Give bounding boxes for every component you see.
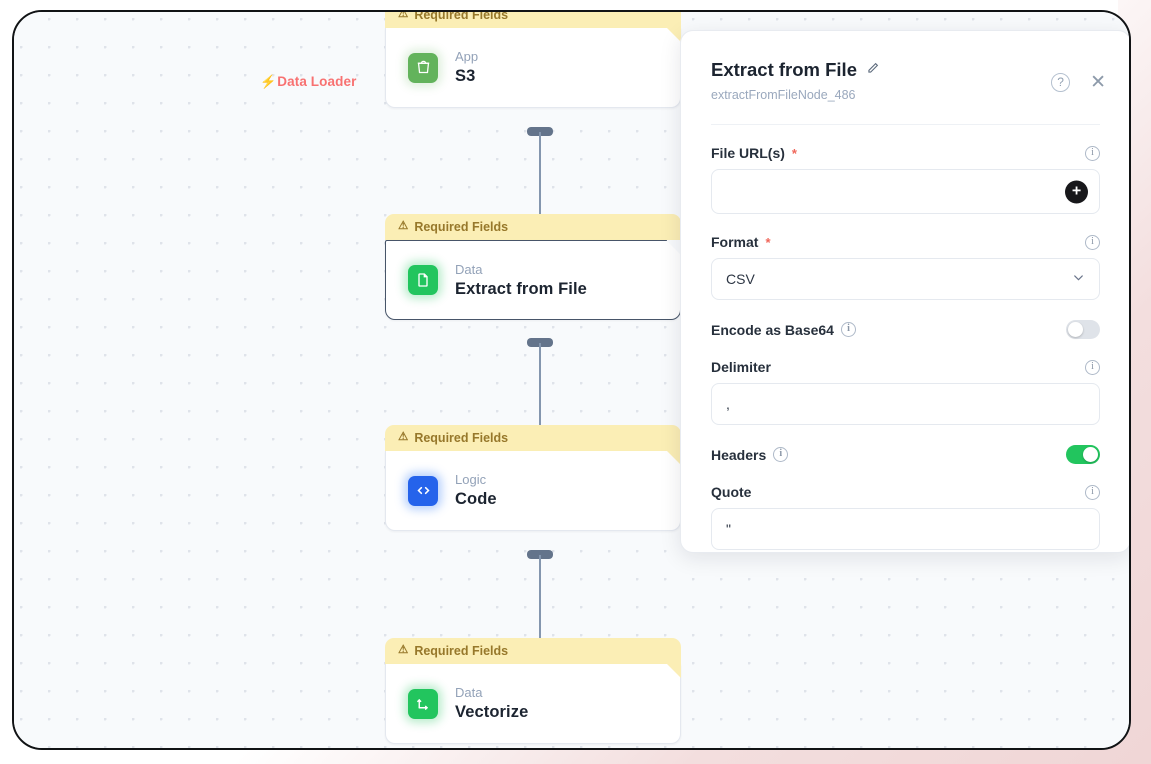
field-delimiter: Delimiter i ,: [681, 359, 1129, 425]
file-urls-input[interactable]: +: [711, 169, 1100, 214]
node-corner-notch: [666, 450, 681, 465]
info-icon[interactable]: i: [1085, 484, 1100, 500]
edge-code-to-vectorize: [539, 555, 541, 643]
node-vectorize[interactable]: ⚠ Required Fields Data Vectorize: [385, 638, 681, 744]
node-title: S3: [455, 67, 476, 85]
node-corner-notch: [666, 27, 681, 42]
app-window: ⚡ Data Loader ⚠ Required Fields: [12, 10, 1131, 750]
node-title: Vectorize: [455, 703, 529, 721]
banner-text: Required Fields: [414, 431, 509, 445]
info-icon[interactable]: i: [840, 322, 856, 337]
warning-triangle-icon: ⚠: [398, 10, 409, 21]
node-title: Code: [455, 490, 497, 508]
field-label: Headers i: [711, 447, 789, 463]
node-category: Data: [455, 261, 483, 277]
required-asterisk: *: [791, 145, 797, 161]
banner-text: Required Fields: [414, 10, 509, 22]
field-quote: Quote i ": [681, 484, 1129, 550]
info-icon[interactable]: i: [773, 447, 789, 462]
banner-text: Required Fields: [414, 644, 509, 658]
pencil-icon[interactable]: [866, 61, 880, 80]
help-circle-icon[interactable]: ?: [1051, 73, 1071, 92]
field-label: Delimiter: [711, 359, 771, 375]
warning-triangle-icon: ⚠: [398, 220, 409, 233]
node-code[interactable]: ⚠ Required Fields Logic Code: [385, 425, 681, 531]
panel-title: Extract from File: [711, 59, 857, 80]
node-required-fields-banner: ⚠ Required Fields: [385, 214, 681, 240]
panel-header: Extract from File extractFromFileNode_48…: [681, 31, 1129, 102]
toggle-knob: [1068, 322, 1083, 337]
format-value: CSV: [726, 271, 755, 287]
headers-toggle[interactable]: [1066, 445, 1100, 464]
node-body[interactable]: Logic Code: [385, 450, 681, 531]
node-body[interactable]: Data Vectorize: [385, 663, 681, 744]
plus-icon[interactable]: +: [1065, 180, 1088, 203]
field-label: Quote: [711, 484, 752, 500]
field-label: Encode as Base64 i: [711, 322, 856, 338]
field-label: Format *: [711, 234, 771, 250]
node-port-out-code[interactable]: [527, 550, 553, 559]
node-settings-panel: Extract from File extractFromFileNode_48…: [680, 30, 1129, 553]
node-category: App: [455, 49, 479, 64]
quote-input[interactable]: ": [711, 508, 1100, 550]
info-icon[interactable]: i: [1085, 145, 1100, 161]
field-headers: Headers i: [681, 445, 1129, 464]
group-label-data-loader: ⚡ Data Loader: [260, 74, 356, 89]
node-s3[interactable]: ⚠ Required Fields App S3: [385, 10, 681, 108]
group-label-text: Data Loader: [277, 74, 357, 89]
required-asterisk: *: [765, 234, 771, 250]
info-icon[interactable]: i: [1085, 234, 1100, 250]
info-icon[interactable]: i: [1085, 359, 1100, 375]
field-file-urls: File URL(s) * i +: [681, 145, 1129, 214]
banner-text: Required Fields: [414, 220, 509, 234]
node-port-out-s3[interactable]: [527, 127, 553, 136]
node-extract-from-file[interactable]: ⚠ Required Fields Data Extract from File: [385, 214, 681, 320]
edge-extract-to-code: [539, 343, 541, 431]
lightning-bolt-icon: ⚡: [260, 74, 277, 89]
chevron-down-icon: [1071, 270, 1086, 288]
node-required-fields-banner: ⚠ Required Fields: [385, 638, 681, 664]
node-body[interactable]: Data Extract from File: [385, 240, 681, 320]
edge-s3-to-extract: [539, 132, 541, 220]
node-port-out-extract[interactable]: [527, 338, 553, 347]
code-brackets-icon: [408, 475, 438, 506]
field-encode-base64: Encode as Base64 i: [681, 320, 1129, 339]
node-category: Data: [455, 685, 483, 700]
panel-divider: [711, 124, 1100, 125]
close-icon[interactable]: ✕: [1090, 72, 1106, 93]
node-required-fields-banner: ⚠ Required Fields: [385, 10, 681, 28]
node-corner-notch: [666, 663, 681, 678]
delimiter-value: ,: [726, 396, 730, 412]
warning-triangle-icon: ⚠: [398, 644, 409, 657]
toggle-knob: [1083, 447, 1098, 462]
node-corner-notch: [666, 240, 681, 255]
field-label: File URL(s) *: [711, 145, 797, 161]
node-category: Logic: [455, 472, 487, 487]
quote-value: ": [726, 521, 731, 537]
flow-canvas[interactable]: ⚡ Data Loader ⚠ Required Fields: [14, 12, 1129, 748]
field-format: Format * i CSV: [681, 234, 1129, 300]
delimiter-input[interactable]: ,: [711, 383, 1100, 425]
warning-triangle-icon: ⚠: [398, 431, 409, 444]
format-select[interactable]: CSV: [711, 258, 1100, 300]
encode-base64-toggle[interactable]: [1066, 320, 1100, 339]
panel-node-id: extractFromFileNode_486: [711, 88, 856, 102]
node-body[interactable]: App S3: [385, 27, 681, 108]
s3-bucket-icon: [408, 52, 438, 83]
file-document-icon: [408, 265, 438, 295]
node-title: Extract from File: [455, 279, 587, 298]
vector-arrows-icon: [408, 688, 438, 719]
node-required-fields-banner: ⚠ Required Fields: [385, 425, 681, 451]
